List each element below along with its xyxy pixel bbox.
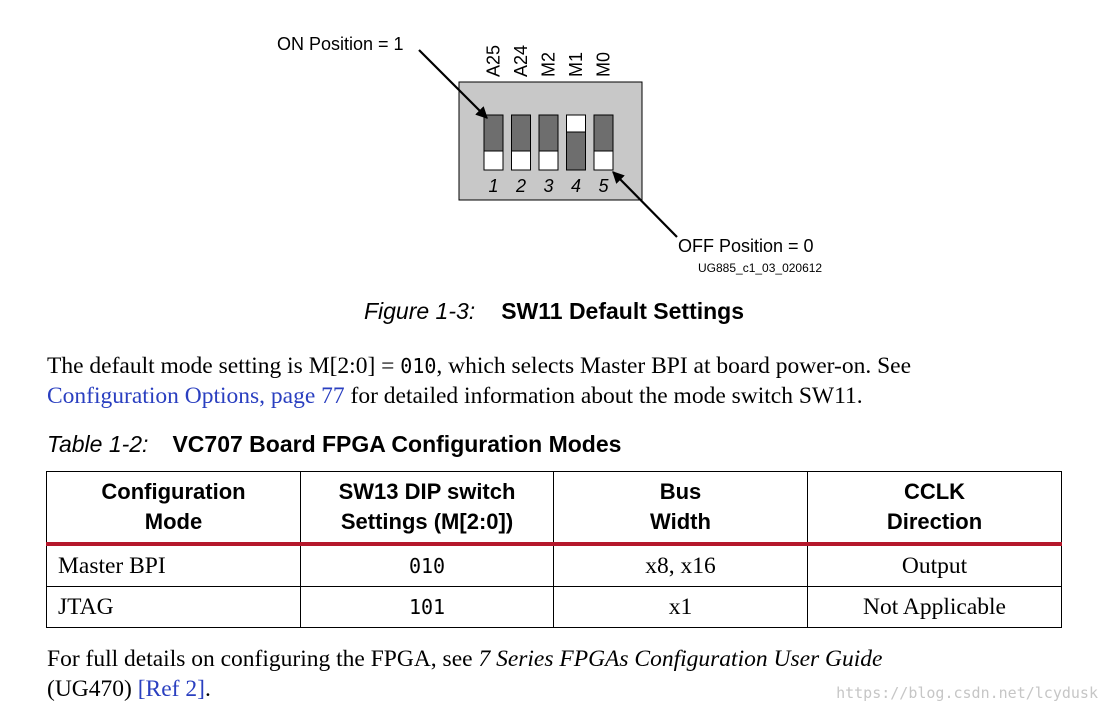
dip-switch-lever xyxy=(483,114,504,152)
para1-code: 010 xyxy=(400,354,437,378)
table-row: Master BPI 010 x8, x16 Output xyxy=(46,543,1062,587)
switch-name-group: A25 A24 M2 M1 M0 xyxy=(484,45,614,77)
switch-name-label: A24 xyxy=(511,45,531,77)
dip-switch-lever xyxy=(593,114,614,152)
watermark-url: https://blog.csdn.net/lcydusk xyxy=(836,684,1098,702)
ref-2-link[interactable]: [Ref 2] xyxy=(137,676,205,702)
table-caption-title: VC707 Board FPGA Configuration Modes xyxy=(172,431,622,457)
para2-text-2: (UG470) xyxy=(47,676,138,702)
switch-number-label: 3 xyxy=(543,176,553,196)
cell-cclk: Not Applicable xyxy=(807,586,1062,628)
cell-mode: JTAG xyxy=(46,586,301,628)
para1-text-1: The default mode setting is M[2:0] = xyxy=(47,353,401,379)
user-guide-title: 7 Series FPGAs Configuration User Guide xyxy=(478,646,883,672)
off-position-arrow xyxy=(612,171,678,238)
dip-switch-lever xyxy=(511,114,531,152)
dip-switch-lever xyxy=(566,131,586,171)
para1-text-2: , which selects Master BPI at board powe… xyxy=(436,353,912,379)
switch-number-label: 5 xyxy=(598,176,609,196)
figure-id-label: UG885_c1_03_020612 xyxy=(698,261,822,275)
switch-name-label: M0 xyxy=(594,52,614,77)
table-caption: Table 1-2: VC707 Board FPGA Configuration… xyxy=(47,431,621,458)
switch-name-label: A25 xyxy=(484,45,504,77)
dip-switch-lever xyxy=(538,114,559,152)
mode-setting-paragraph: The default mode setting is M[2:0] = 010… xyxy=(47,351,1077,411)
switch-number-label: 2 xyxy=(515,176,526,196)
para2-text-1: For full details on configuring the FPGA… xyxy=(47,646,479,672)
cell-settings: 101 xyxy=(300,586,554,628)
switch-name-label: M2 xyxy=(539,52,559,77)
para2-text-3: . xyxy=(204,676,211,702)
table-caption-number: Table 1-2: xyxy=(47,431,149,457)
table-row: JTAG 101 x1 Not Applicable xyxy=(46,586,1062,628)
on-position-label: ON Position = 1 xyxy=(277,34,404,54)
cell-mode: Master BPI xyxy=(46,543,301,587)
switch-number-label: 4 xyxy=(571,176,581,196)
cell-cclk: Output xyxy=(807,543,1062,587)
cell-bus-width: x1 xyxy=(553,586,808,628)
figure-caption-title: SW11 Default Settings xyxy=(501,298,745,324)
para1-text-3: for detailed information about the mode … xyxy=(344,383,863,409)
switch-name-label: M1 xyxy=(566,52,586,77)
cell-settings: 010 xyxy=(300,543,554,587)
figure-caption-number: Figure 1-3: xyxy=(363,298,476,324)
cell-bus-width: x8, x16 xyxy=(553,543,808,587)
on-position-arrow xyxy=(418,49,488,119)
figure-caption: Figure 1-3: SW11 Default Settings xyxy=(0,298,1108,325)
switch-number-label: 1 xyxy=(488,176,498,196)
full-details-paragraph: For full details on configuring the FPGA… xyxy=(47,644,1077,704)
off-position-label: OFF Position = 0 xyxy=(678,236,814,256)
configuration-options-link[interactable]: Configuration Options, page 77 xyxy=(47,383,345,409)
